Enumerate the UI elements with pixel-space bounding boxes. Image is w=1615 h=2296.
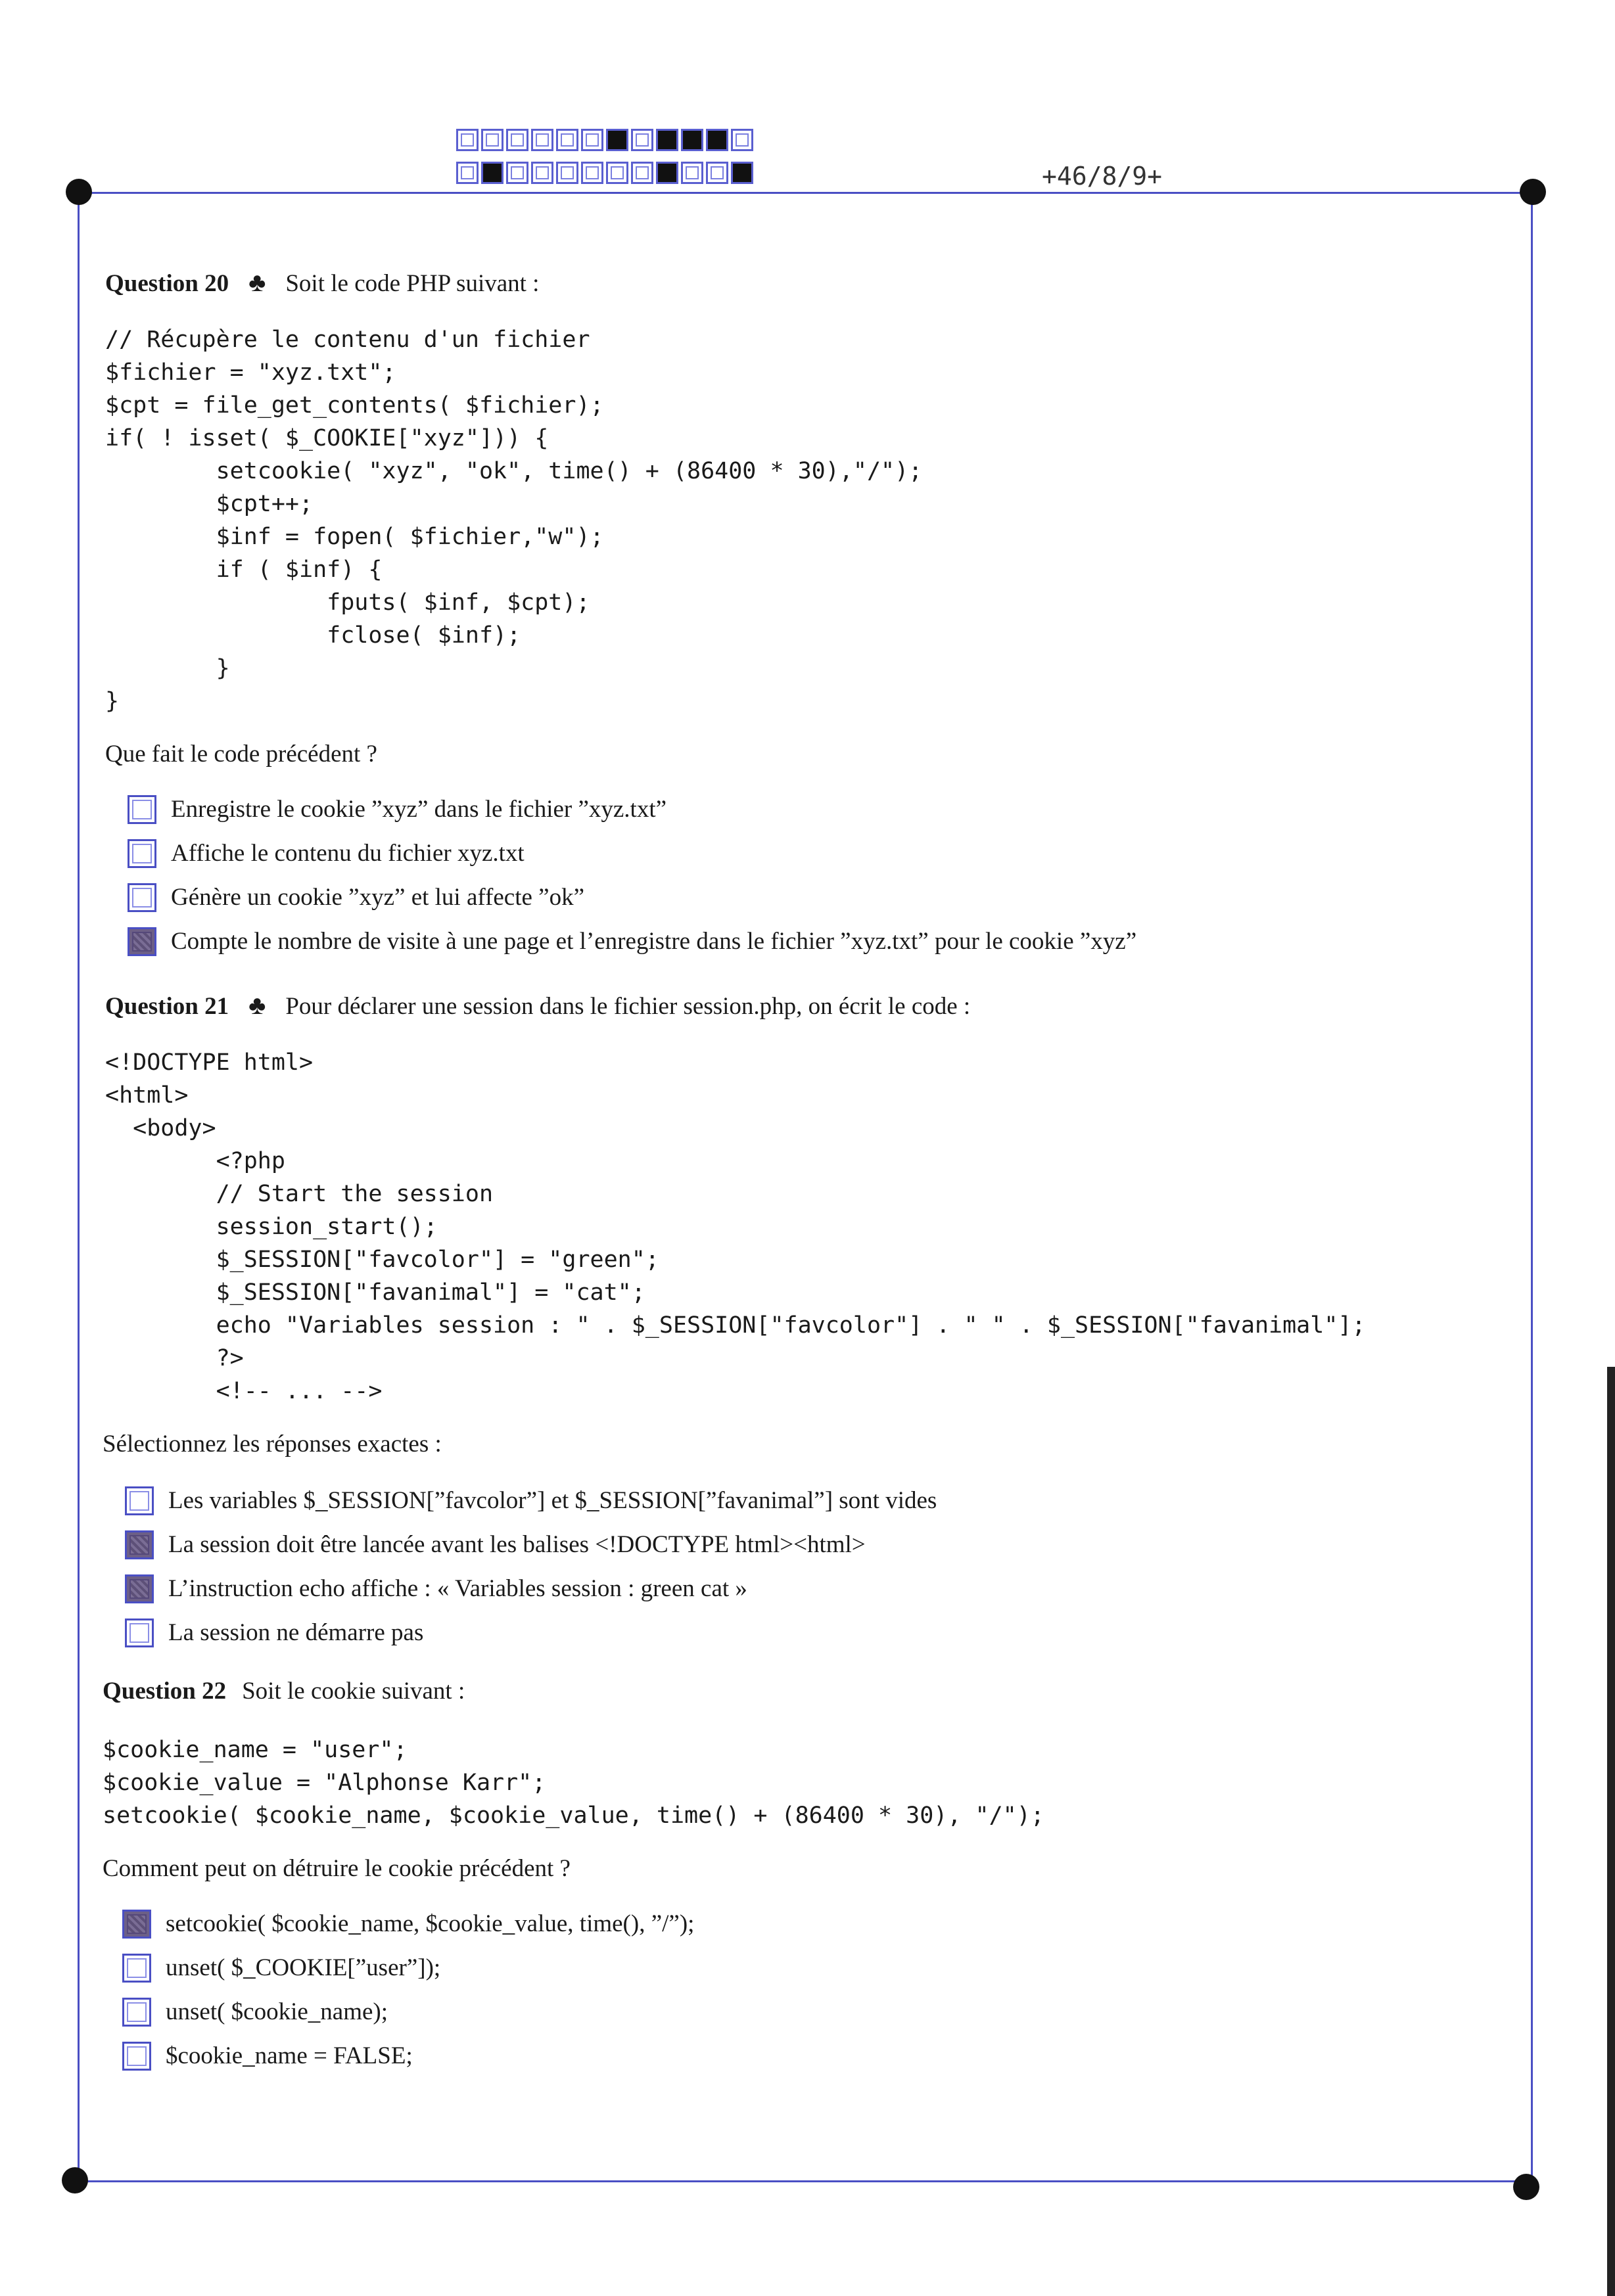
question-text: Soit le code PHP suivant : bbox=[285, 270, 540, 297]
question-number: Question 21 bbox=[105, 993, 229, 1020]
empty-code-box bbox=[556, 129, 578, 151]
answer-checkbox[interactable] bbox=[128, 883, 156, 912]
empty-code-box bbox=[631, 162, 653, 184]
answer-checkbox[interactable] bbox=[122, 1953, 151, 1983]
answer-checkbox[interactable] bbox=[122, 1997, 151, 2027]
answer-label: setcookie( $cookie_name, $cookie_value, … bbox=[166, 1910, 695, 1937]
empty-code-box bbox=[731, 129, 753, 151]
answer-option[interactable]: Enregistre le cookie ”xyz” dans le fichi… bbox=[128, 787, 1136, 831]
binary-code-row-1 bbox=[456, 129, 756, 151]
question-22-prompt: Comment peut on détruire le cookie précé… bbox=[103, 1855, 571, 1882]
question-21-code: <!DOCTYPE html> <html> <body> <?php // S… bbox=[105, 1049, 1366, 1404]
question-22-answers: setcookie( $cookie_name, $cookie_value, … bbox=[122, 1902, 694, 2078]
answer-label: L’instruction echo affiche : « Variables… bbox=[168, 1575, 747, 1602]
empty-code-box bbox=[531, 129, 553, 151]
answer-option[interactable]: Les variables $_SESSION[”favcolor”] et $… bbox=[125, 1479, 937, 1523]
binary-code-row-2 bbox=[456, 162, 756, 184]
question-22-title: Question 22 Soit le cookie suivant : bbox=[103, 1677, 465, 1705]
answer-label: Enregistre le cookie ”xyz” dans le fichi… bbox=[171, 796, 667, 823]
answer-option[interactable]: $cookie_name = FALSE; bbox=[122, 2034, 694, 2078]
filled-code-box bbox=[731, 162, 753, 184]
frame-top-line bbox=[79, 192, 1533, 194]
filled-code-box bbox=[656, 162, 678, 184]
question-20-title: Question 20 ♣ Soit le code PHP suivant : bbox=[105, 267, 539, 298]
frame-bottom-line bbox=[74, 2180, 1532, 2182]
filled-code-box bbox=[706, 129, 728, 151]
page-code: +46/8/9+ bbox=[1042, 162, 1163, 191]
empty-code-box bbox=[556, 162, 578, 184]
answer-label: Les variables $_SESSION[”favcolor”] et $… bbox=[168, 1487, 937, 1514]
answer-checkbox[interactable] bbox=[125, 1574, 154, 1603]
empty-code-box bbox=[506, 129, 528, 151]
question-21-prompt: Sélectionnez les réponses exactes : bbox=[103, 1431, 442, 1458]
answer-label: Affiche le contenu du fichier xyz.txt bbox=[171, 840, 525, 867]
answer-checkbox[interactable] bbox=[125, 1618, 154, 1647]
question-20-code: // Récupère le contenu d'un fichier $fic… bbox=[105, 327, 923, 714]
corner-mark-bottom-left bbox=[62, 2167, 88, 2193]
answer-option[interactable]: unset( $cookie_name); bbox=[122, 1990, 694, 2034]
answer-option[interactable]: La session doit être lancée avant les ba… bbox=[125, 1523, 937, 1567]
answer-option[interactable]: Compte le nombre de visite à une page et… bbox=[128, 919, 1136, 963]
answer-checkbox[interactable] bbox=[128, 927, 156, 956]
answer-option[interactable]: Affiche le contenu du fichier xyz.txt bbox=[128, 831, 1136, 875]
empty-code-box bbox=[456, 129, 479, 151]
answer-checkbox[interactable] bbox=[125, 1486, 154, 1515]
club-icon: ♣ bbox=[248, 267, 266, 297]
answer-option[interactable]: Génère un cookie ”xyz” et lui affecte ”o… bbox=[128, 875, 1136, 919]
filled-code-box bbox=[606, 129, 628, 151]
answer-option[interactable]: La session ne démarre pas bbox=[125, 1611, 937, 1655]
question-22-code: $cookie_name = "user"; $cookie_value = "… bbox=[103, 1737, 1044, 1829]
question-21-title: Question 21 ♣ Pour déclarer une session da… bbox=[105, 990, 970, 1021]
empty-code-box bbox=[456, 162, 479, 184]
empty-code-box bbox=[581, 129, 603, 151]
answer-label: La session ne démarre pas bbox=[168, 1619, 424, 1646]
corner-mark-bottom-right bbox=[1513, 2174, 1539, 2200]
answer-checkbox[interactable] bbox=[128, 794, 156, 824]
frame-left-line bbox=[78, 192, 80, 2183]
empty-code-box bbox=[581, 162, 603, 184]
answer-label: unset( $_COOKIE[”user”]); bbox=[166, 1954, 441, 1981]
club-icon: ♣ bbox=[248, 990, 266, 1020]
question-20-answers: Enregistre le cookie ”xyz” dans le fichi… bbox=[128, 787, 1136, 963]
empty-code-box bbox=[506, 162, 528, 184]
corner-mark-top-right bbox=[1520, 179, 1546, 205]
answer-label: Compte le nombre de visite à une page et… bbox=[171, 928, 1137, 955]
answer-option[interactable]: setcookie( $cookie_name, $cookie_value, … bbox=[122, 1902, 694, 1946]
answer-option[interactable]: unset( $_COOKIE[”user”]); bbox=[122, 1946, 694, 1990]
corner-mark-top-left bbox=[66, 179, 92, 205]
empty-code-box bbox=[681, 162, 703, 184]
empty-code-box bbox=[706, 162, 728, 184]
filled-code-box bbox=[681, 129, 703, 151]
empty-code-box bbox=[631, 129, 653, 151]
filled-code-box bbox=[481, 162, 503, 184]
question-21-answers: Les variables $_SESSION[”favcolor”] et $… bbox=[125, 1479, 937, 1655]
answer-option[interactable]: L’instruction echo affiche : « Variables… bbox=[125, 1567, 937, 1611]
answer-checkbox[interactable] bbox=[122, 2041, 151, 2071]
filled-code-box bbox=[656, 129, 678, 151]
answer-label: unset( $cookie_name); bbox=[166, 1998, 388, 2025]
question-20-prompt: Que fait le code précédent ? bbox=[105, 741, 377, 768]
scan-edge-shadow bbox=[1607, 1367, 1615, 2296]
empty-code-box bbox=[481, 129, 503, 151]
question-number: Question 22 bbox=[103, 1678, 227, 1705]
answer-label: Génère un cookie ”xyz” et lui affecte ”o… bbox=[171, 884, 584, 911]
question-number: Question 20 bbox=[105, 270, 229, 297]
answer-checkbox[interactable] bbox=[125, 1530, 154, 1559]
question-text: Soit le cookie suivant : bbox=[242, 1678, 465, 1705]
empty-code-box bbox=[531, 162, 553, 184]
answer-label: $cookie_name = FALSE; bbox=[166, 2042, 413, 2069]
question-text: Pour déclarer une session dans le fichie… bbox=[285, 993, 971, 1020]
answer-checkbox[interactable] bbox=[128, 838, 156, 868]
answer-label: La session doit être lancée avant les ba… bbox=[168, 1531, 866, 1558]
empty-code-box bbox=[606, 162, 628, 184]
frame-right-line bbox=[1531, 192, 1533, 2190]
answer-checkbox[interactable] bbox=[122, 1909, 151, 1939]
